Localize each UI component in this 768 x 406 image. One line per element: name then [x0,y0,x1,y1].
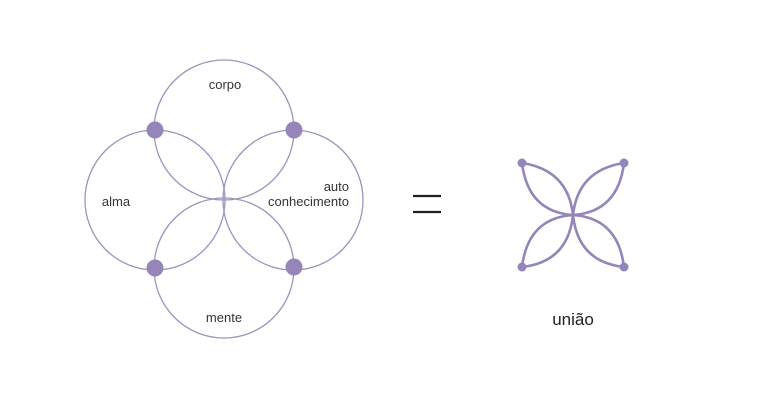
intersection-dots [146,121,303,277]
union-flower-icon [517,158,629,272]
node-bottom-right [285,258,303,276]
node-top-right [285,121,303,139]
petal-bottom-right [571,213,626,269]
equals-sign [413,194,441,214]
petal-bottom-left [520,213,575,269]
tip-bottom-right [619,262,629,272]
label-conhecimento: conhecimento [268,194,349,209]
petal-tips [517,158,629,272]
label-corpo: corpo [209,77,242,92]
petal-top-right [571,161,626,217]
label-mente: mente [206,310,242,325]
tip-top-right [619,158,629,168]
petal-top-left [520,161,575,217]
tip-top-left [517,158,527,168]
label-uniao: união [552,310,594,329]
tip-bottom-left [517,262,527,272]
label-alma: alma [102,194,131,209]
petals [520,161,626,269]
node-bottom-left [146,259,164,277]
label-auto: auto [324,179,349,194]
node-top-left [146,121,164,139]
